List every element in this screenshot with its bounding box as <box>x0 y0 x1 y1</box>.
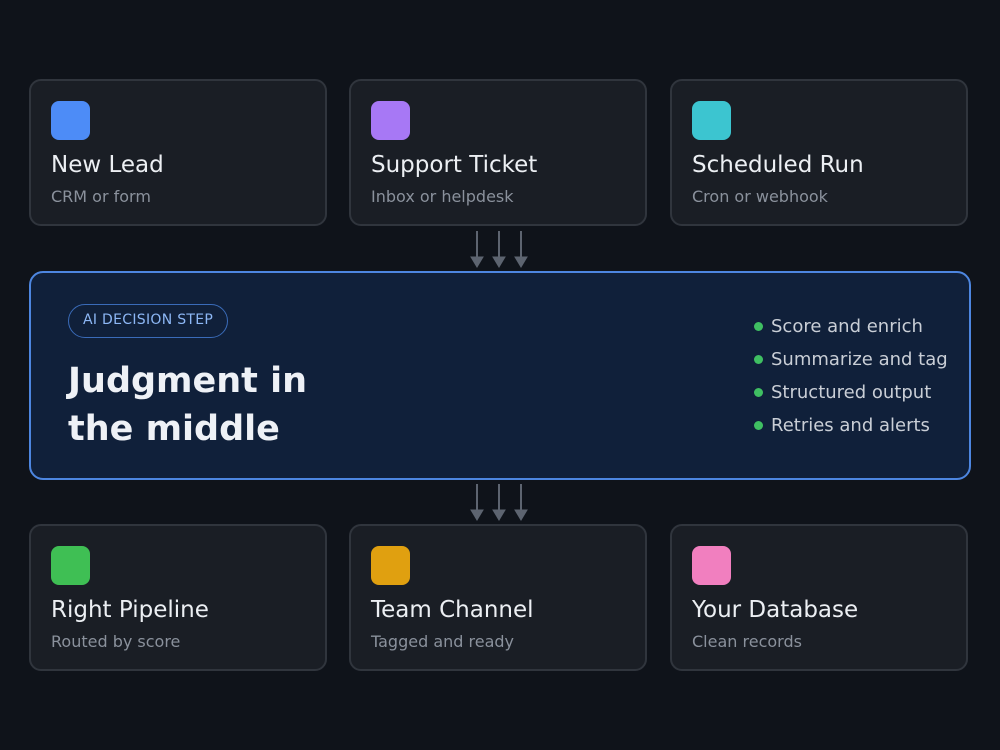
card-subtitle: Cron or webhook <box>692 187 828 206</box>
bullet-dot-icon <box>754 421 763 430</box>
green-square-icon <box>51 546 90 585</box>
card-title: Team Channel <box>371 597 534 623</box>
blue-square-icon <box>51 101 90 140</box>
card-subtitle: Inbox or helpdesk <box>371 187 514 206</box>
card-title: Scheduled Run <box>692 152 864 178</box>
bullet-dot-icon <box>754 355 763 364</box>
teal-square-icon <box>692 101 731 140</box>
card-subtitle: Clean records <box>692 632 802 651</box>
card-subtitle: CRM or form <box>51 187 151 206</box>
pink-square-icon <box>692 546 731 585</box>
card-subtitle: Tagged and ready <box>371 632 515 651</box>
destination-card-right-pipeline: Right Pipeline Routed by score <box>29 524 327 671</box>
list-item-label: Structured output <box>771 382 932 403</box>
list-item-label: Retries and alerts <box>771 415 930 436</box>
destination-card-team-channel: Team Channel Tagged and ready <box>349 524 647 671</box>
list-item: Retries and alerts <box>754 412 948 445</box>
list-item: Summarize and tag <box>754 346 948 379</box>
bullet-dot-icon <box>754 322 763 331</box>
ai-headline: Judgment in the middle <box>68 361 308 449</box>
source-card-new-lead: New Lead CRM or form <box>29 79 327 226</box>
ai-capability-list: Score and enrich Summarize and tag Struc… <box>754 313 948 445</box>
list-item: Structured output <box>754 379 948 412</box>
down-arrows-icon <box>470 484 528 521</box>
source-card-scheduled-run: Scheduled Run Cron or webhook <box>670 79 968 226</box>
card-title: New Lead <box>51 152 164 178</box>
purple-square-icon <box>371 101 410 140</box>
ai-decision-badge: AI DECISION STEP <box>68 304 229 338</box>
card-title: Right Pipeline <box>51 597 209 623</box>
bullet-dot-icon <box>754 388 763 397</box>
down-arrows-icon <box>470 231 528 268</box>
list-item: Score and enrich <box>754 313 948 346</box>
card-title: Your Database <box>692 597 859 623</box>
list-item-label: Summarize and tag <box>771 349 948 370</box>
amber-square-icon <box>371 546 410 585</box>
list-item-label: Score and enrich <box>771 316 923 337</box>
ai-decision-panel: AI DECISION STEP Judgment in the middle … <box>29 271 971 480</box>
source-card-support-ticket: Support Ticket Inbox or helpdesk <box>349 79 647 226</box>
card-subtitle: Routed by score <box>51 632 181 651</box>
destination-card-your-database: Your Database Clean records <box>670 524 968 671</box>
card-title: Support Ticket <box>371 152 538 178</box>
